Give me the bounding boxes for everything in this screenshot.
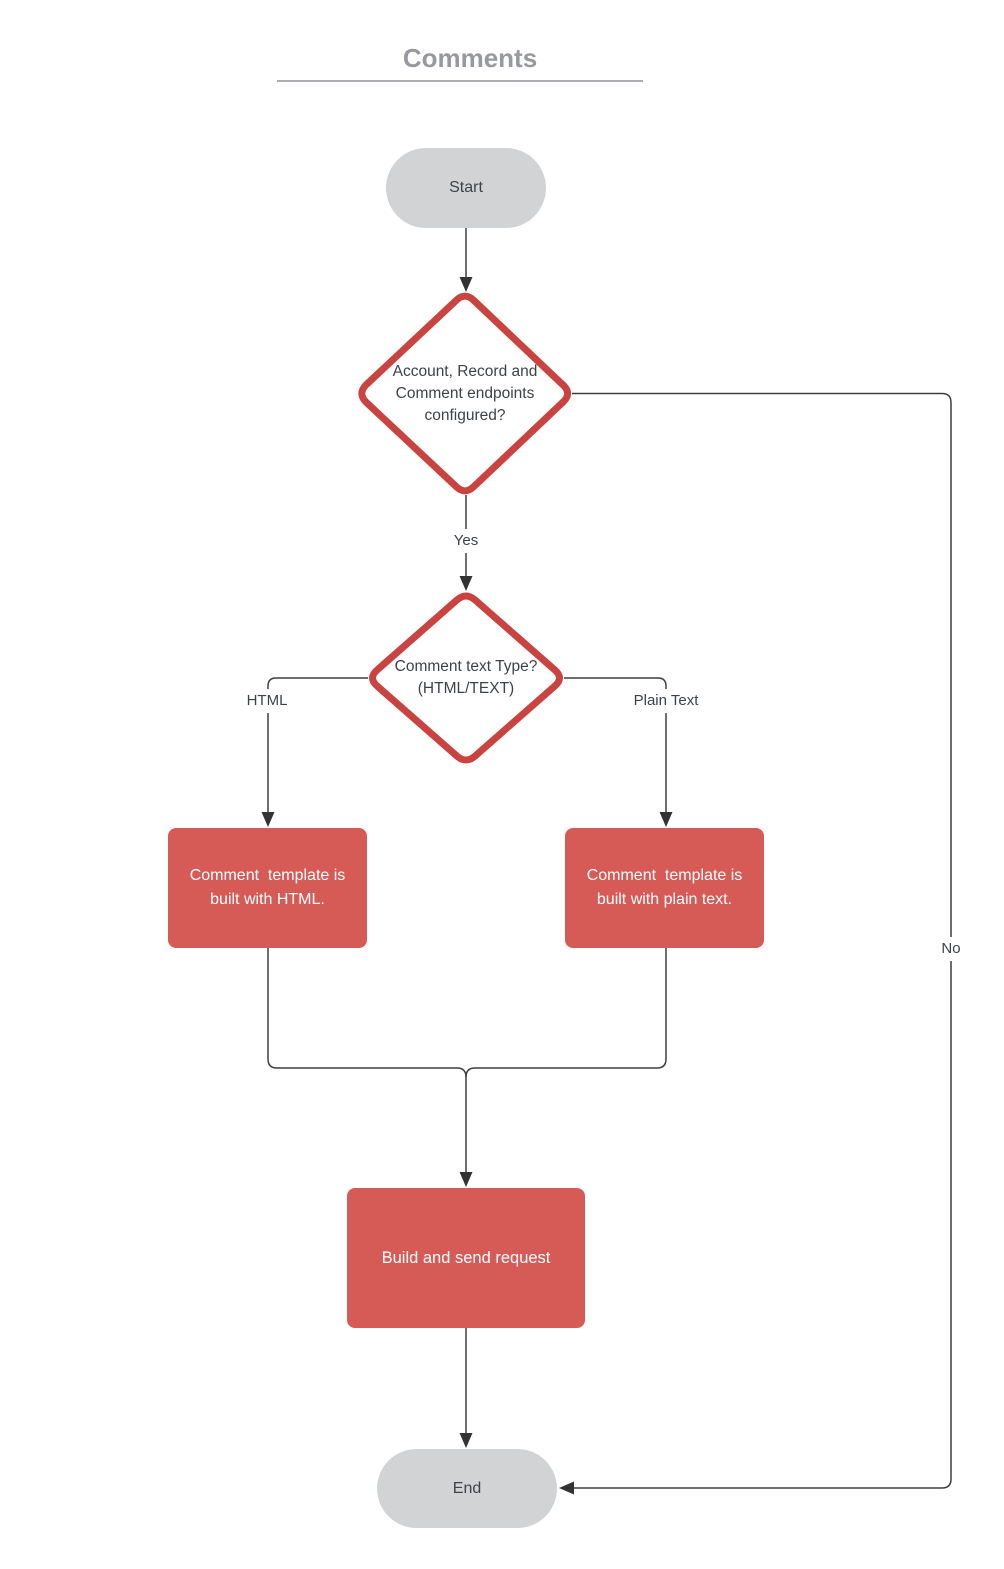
end-node-label: End xyxy=(452,1479,482,1497)
diagram-title: Comments xyxy=(402,43,538,73)
process-html-node: Comment template is built with HTML. xyxy=(168,828,367,948)
process-plain-label: Comment template is built with plain tex… xyxy=(586,867,743,908)
start-node: Start xyxy=(386,148,546,228)
edge-html-to-build xyxy=(267,948,473,1187)
edge-label-plain-text: Plain Text xyxy=(622,689,710,713)
process-plain-node: Comment template is built with plain tex… xyxy=(565,828,764,948)
decision-diamond-shape xyxy=(358,292,572,495)
decision-diamond-shape xyxy=(369,592,563,764)
decision-endpoints-node: Account, Record and Comment endpoints co… xyxy=(354,288,576,499)
end-node: End xyxy=(377,1449,557,1528)
decision-texttype-node: Comment text Type? (HTML/TEXT) xyxy=(364,588,568,768)
process-build-node: Build and send request xyxy=(347,1188,585,1328)
decision-endpoints-label: Account, Record and Comment endpoints co… xyxy=(392,362,538,424)
start-node-label: Start xyxy=(449,179,483,196)
process-build-label: Build and send request xyxy=(381,1249,551,1267)
edge-decision2-html xyxy=(261,677,368,827)
edge-decision2-plain xyxy=(564,677,673,827)
edge-label-no: No xyxy=(933,937,969,961)
title-underline xyxy=(277,80,643,82)
process-html-label: Comment template is built with HTML. xyxy=(189,867,346,908)
edge-label-yes: Yes xyxy=(444,529,488,553)
edge-plain-to-build xyxy=(465,948,667,1078)
edge-label-html: HTML xyxy=(237,689,297,713)
decision-texttype-label: Comment text Type? (HTML/TEXT) xyxy=(394,658,538,697)
